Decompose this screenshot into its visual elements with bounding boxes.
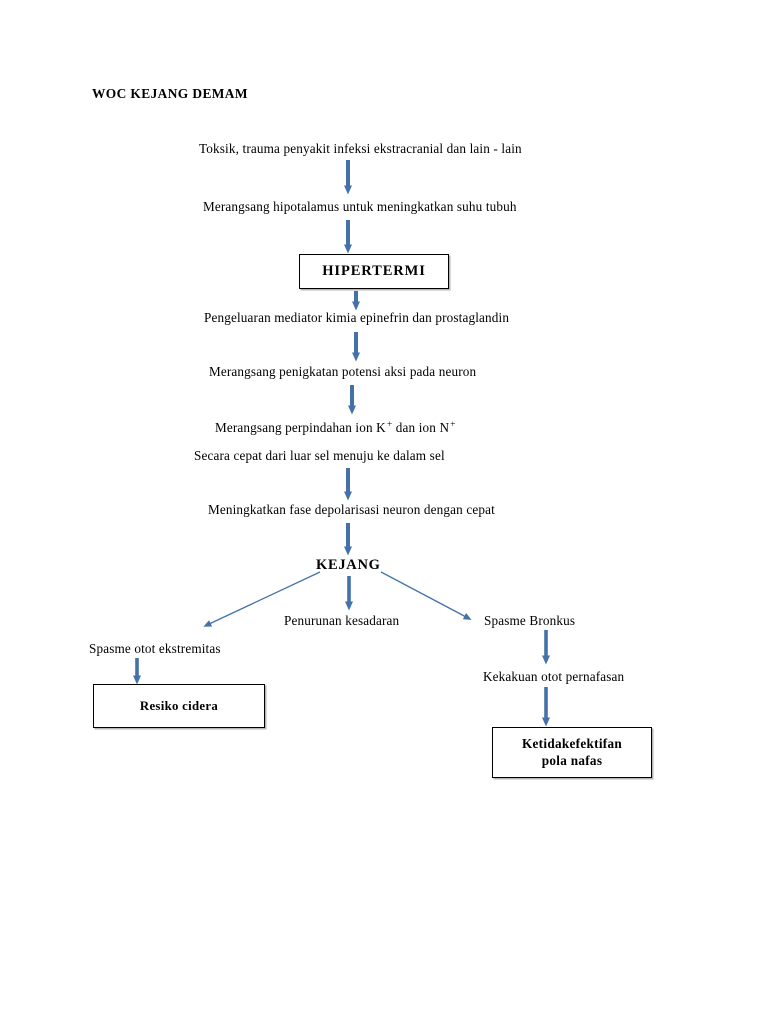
- box-resiko-cidera-label: Resiko cidera: [139, 698, 219, 713]
- node-penurunan-kesadaran: Penurunan kesadaran: [284, 613, 400, 628]
- box-hipertermi[interactable]: HIPERTERMI: [299, 254, 449, 289]
- box-hipertermi-label: HIPERTERMI: [322, 263, 426, 280]
- node-spasme-otot-ekstremitas: Spasme otot ekstremitas: [89, 641, 221, 656]
- ion-text-prefix: Merangsang perpindahan ion K: [215, 420, 386, 435]
- node-hypothalamus: Merangsang hipotalamus untuk meningkatka…: [203, 199, 517, 214]
- ion-superscript-n: +: [450, 419, 456, 430]
- box-resiko-cidera[interactable]: Resiko cidera: [93, 684, 265, 728]
- box-ketidakefektifan-pola-nafas[interactable]: Ketidakefektifan pola nafas: [492, 727, 652, 778]
- page-title: WOC KEJANG DEMAM: [92, 86, 248, 101]
- node-depolarisasi: Meningkatkan fase depolarisasi neuron de…: [208, 502, 495, 517]
- node-potensi-aksi: Merangsang penigkatan potensi aksi pada …: [209, 364, 477, 379]
- node-trigger: Toksik, trauma penyakit infeksi ekstracr…: [199, 141, 522, 156]
- node-kekakuan-otot-pernafasan: Kekakuan otot pernafasan: [483, 669, 625, 684]
- node-spasme-bronkus: Spasme Bronkus: [484, 613, 576, 628]
- node-ion-transfer-line1: Merangsang perpindahan ion K+ dan ion N+: [215, 419, 456, 437]
- node-mediator: Pengeluaran mediator kimia epinefrin dan…: [204, 310, 510, 325]
- box-pola-nafas-line2: pola nafas: [541, 752, 603, 768]
- ion-superscript-k: +: [386, 419, 393, 430]
- node-ion-transfer-line2: Secara cepat dari luar sel menuju ke dal…: [194, 448, 445, 463]
- ion-text-middle: dan ion N: [392, 420, 450, 435]
- node-kejang: KEJANG: [316, 557, 381, 573]
- box-pola-nafas-line1: Ketidakefektifan: [521, 735, 623, 751]
- box-pola-nafas-label: Ketidakefektifan pola nafas: [522, 736, 622, 770]
